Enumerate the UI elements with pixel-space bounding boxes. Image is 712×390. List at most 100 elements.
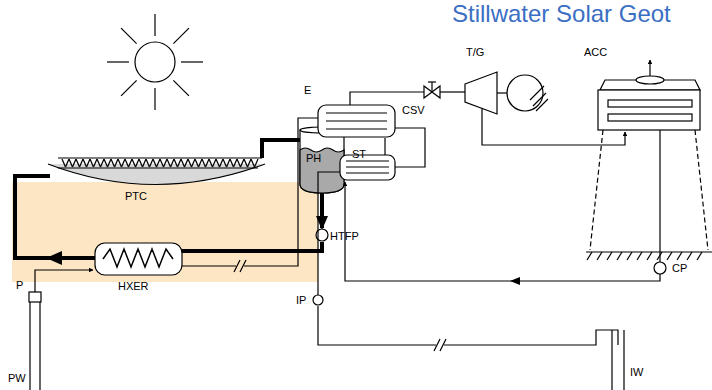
equipment-label: P [16,279,23,291]
trough-collector [58,167,258,168]
air-cooled-condenser [587,252,592,260]
trough-collector [48,158,265,185]
air-cooled-condenser [608,114,692,121]
trough-collector [132,159,136,167]
equipment-label: IP [296,294,306,306]
air-cooled-condenser [677,252,682,260]
equipment-label: CSV [402,104,425,116]
trough-collector [153,159,157,167]
trough-collector [164,159,168,167]
air-cooled-condenser [607,252,612,260]
sun-symbol [121,28,137,44]
stop-valve [424,82,440,98]
trough-collector [108,159,112,167]
stop-valve [431,82,432,92]
working-fluid-pipe [345,182,660,281]
air-cooled-condenser [667,252,672,260]
equipment-label: HXER [118,280,149,292]
trough-collector [251,159,255,167]
sun-symbol [173,80,189,96]
trough-collector [255,159,259,167]
equipment-label: ST [352,148,366,160]
sun-symbol [107,14,203,110]
trough-collector [62,159,258,167]
trough-collector [104,159,108,167]
solar-region [12,182,318,282]
stop-valve [428,81,436,82]
trough-collector [76,159,80,167]
air-cooled-condenser [657,252,662,260]
turbine-generator [530,86,548,111]
equipment-label: E [304,84,311,96]
trough-collector [206,159,210,167]
production-well [29,270,93,390]
injection-pump [313,295,323,305]
air-cooled-condenser [586,251,712,252]
production-well [35,270,93,292]
production-well [29,292,41,302]
injection-well [623,330,624,390]
trough-collector [213,159,217,167]
trough-collector [209,159,213,167]
turbine-generator [465,72,548,114]
production-well [29,302,30,390]
air-cooled-condenser [586,60,712,260]
air-cooled-condenser [617,252,622,260]
sun-symbol [154,88,155,110]
equipment-label: PW [8,372,26,384]
production-well [39,302,40,390]
trough-collector [195,159,199,167]
trough-collector [139,159,143,167]
working-fluid-pipe [659,130,660,262]
storage-tank [300,130,344,193]
air-cooled-condenser [608,100,692,107]
air-cooled-condenser [627,252,632,260]
turbine-generator [497,92,507,93]
trough-collector [73,159,77,167]
heat-exchanger [103,249,173,267]
brine-pipe [444,330,618,345]
evaporator [318,105,395,137]
trough-collector [188,159,192,167]
air-cooled-condenser [597,252,602,260]
trough-collector [122,159,126,167]
sun-symbol [107,14,203,110]
sun-symbol [154,14,155,36]
htf-pipe [15,140,322,258]
working-fluid-pipe [440,91,465,92]
trough-collector [234,159,238,167]
htf-pipe [262,140,300,158]
air-cooled-condenser [637,252,642,260]
sun-symbol [173,28,189,44]
storage-tank [300,148,344,193]
evaporator [318,105,395,137]
air-cooled-condenser [590,130,708,250]
equipment-label: T/G [466,46,484,58]
brine-pipe [434,339,446,351]
equipment-label: CP [672,262,687,274]
working-fluid-pipe [350,92,424,105]
air-cooled-condenser [587,252,702,260]
trough-collector [244,159,248,167]
trough-collector [216,159,220,167]
preheater [346,172,389,173]
flow-arrow [46,251,62,265]
trough-collector [150,159,154,167]
sun-symbol [107,61,129,62]
sun-symbol [181,61,203,62]
trough-collector [87,159,91,167]
equipment-label: ACC [584,46,607,58]
flow-arrow [510,277,520,285]
trough-collector [178,159,182,167]
trough-collector [48,164,265,185]
preheater [340,155,395,180]
trough-collector [160,159,164,167]
trough-collector [97,159,101,167]
evaporator [326,128,387,129]
trough-collector [174,159,178,167]
trough-collector [80,159,84,167]
trough-collector [115,159,119,167]
preheater [346,160,389,161]
trough-collector [143,159,147,167]
